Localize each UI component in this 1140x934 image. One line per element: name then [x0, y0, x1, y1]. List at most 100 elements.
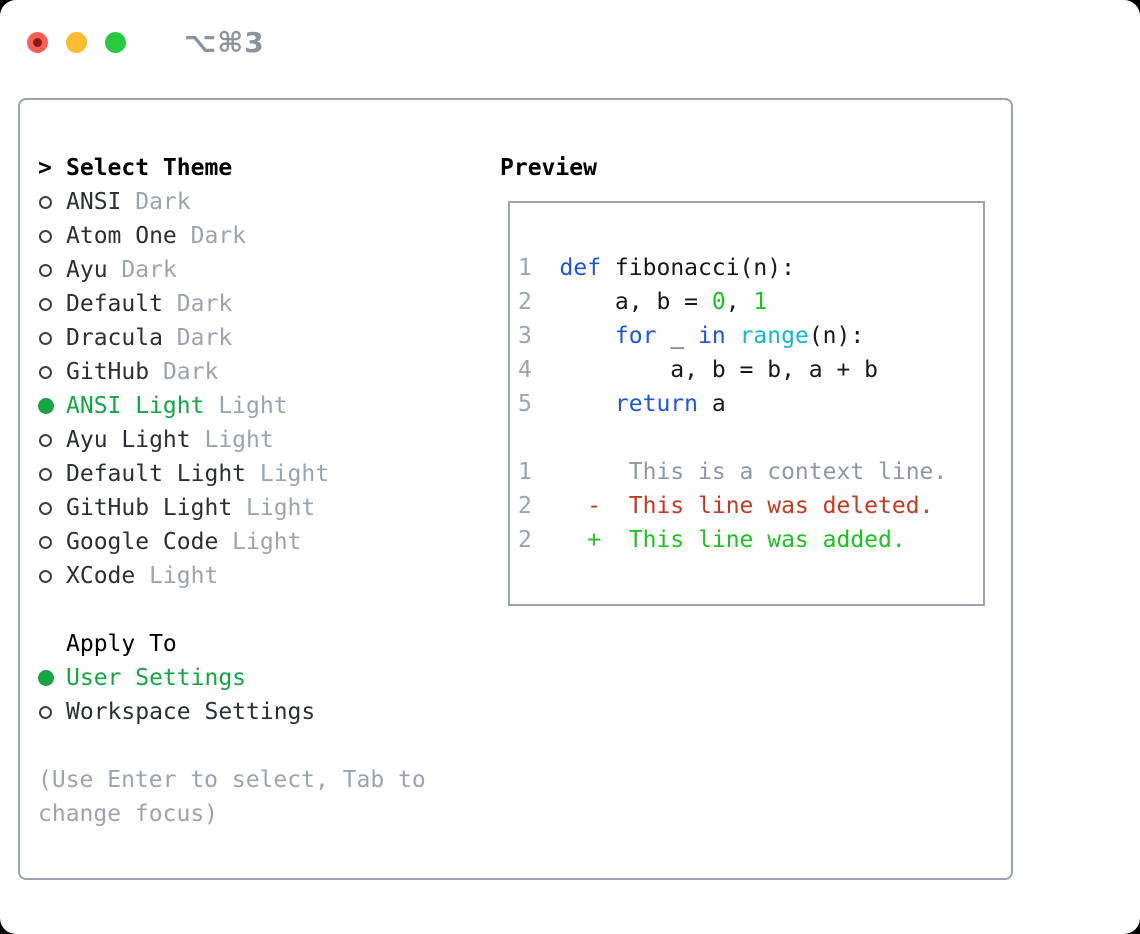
radio-icon: [38, 263, 66, 277]
radio-icon: [38, 365, 66, 379]
theme-variant-tag: Light: [259, 461, 330, 487]
code-token-kw: for: [614, 323, 657, 349]
code-token-num: 1: [753, 289, 768, 315]
window-title: ⌥⌘3: [184, 26, 265, 59]
zoom-window-button[interactable]: [105, 32, 126, 53]
spacer: [38, 729, 458, 763]
theme-variant-tag: Light: [149, 563, 219, 589]
code-token-kw: in: [698, 323, 726, 349]
radio-icon: [38, 331, 66, 345]
code-token-kw: return: [614, 391, 699, 417]
code-token-add: + This line was added.: [559, 527, 906, 553]
code-line-code: 2 a, b = 0, 1: [518, 285, 975, 319]
theme-option-xcode[interactable]: XCode Light: [38, 559, 458, 593]
theme-option-label: Default: [66, 291, 163, 317]
theme-option-label: ANSI Light: [66, 393, 205, 419]
apply-to-header-row: Apply To: [38, 627, 458, 661]
preview-header: Preview: [500, 155, 597, 181]
line-number: 3: [518, 323, 532, 349]
code-token-ctx: This is a context line.: [559, 459, 948, 485]
theme-variant-tag: Dark: [135, 189, 191, 215]
preview-header-row: Preview: [500, 151, 985, 185]
theme-option-label: Google Code: [66, 529, 219, 555]
theme-option-github[interactable]: GitHub Dark: [38, 355, 458, 389]
close-dot-icon: [33, 38, 42, 47]
apply-option-label: Workspace Settings: [66, 699, 316, 725]
code-line-code: 4 a, b = b, a + b: [518, 353, 975, 387]
line-number: 1: [518, 255, 532, 281]
apply-option-user-settings[interactable]: User Settings: [38, 661, 458, 695]
code-token-plain: _: [656, 323, 699, 349]
theme-option-ansi[interactable]: ANSI Dark: [38, 185, 458, 219]
radio-icon: [38, 569, 66, 583]
apply-to-header: Apply To: [66, 631, 177, 657]
radio-selected-icon: [38, 670, 66, 686]
help-text: (Use Enter to select, Tab to change focu…: [38, 767, 426, 827]
line-number: 1: [518, 459, 532, 485]
code-token-del: - This line was deleted.: [559, 493, 934, 519]
code-token-plain: a: [698, 391, 726, 417]
theme-option-label: Ayu: [66, 257, 108, 283]
line-number: 2: [518, 527, 532, 553]
select-theme-header-row: > Select Theme: [38, 151, 458, 185]
theme-option-ansi-light[interactable]: ANSI Light Light: [38, 389, 458, 423]
theme-option-google-code[interactable]: Google Code Light: [38, 525, 458, 559]
theme-option-label: ANSI: [66, 189, 122, 215]
code-line-blank: [518, 421, 975, 455]
radio-icon: [38, 535, 66, 549]
code-token-plain: (n):: [808, 323, 865, 349]
radio-icon: [38, 229, 66, 243]
line-number: 2: [518, 289, 532, 315]
theme-option-dracula[interactable]: Dracula Dark: [38, 321, 458, 355]
focus-caret-icon: >: [38, 155, 52, 181]
code-line-code: 3 for _ in range(n):: [518, 319, 975, 353]
code-token-fn: range: [739, 323, 809, 349]
radio-selected-icon: [38, 398, 66, 414]
apply-option-workspace-settings[interactable]: Workspace Settings: [38, 695, 458, 729]
theme-variant-tag: Light: [218, 393, 288, 419]
code-token-plain: a, b =: [559, 289, 712, 315]
radio-icon: [38, 705, 66, 719]
theme-option-label: GitHub Light: [66, 495, 233, 521]
titlebar: ⌥⌘3: [27, 26, 265, 59]
theme-option-github-light[interactable]: GitHub Light Light: [38, 491, 458, 525]
code-token-plain: [560, 323, 615, 349]
radio-icon: [38, 297, 66, 311]
theme-option-label: Ayu Light: [66, 427, 191, 453]
code-line-code: 5 return a: [518, 387, 975, 421]
close-window-button[interactable]: [27, 32, 48, 53]
theme-variant-tag: Light: [232, 529, 302, 555]
theme-option-label: GitHub: [66, 359, 150, 385]
line-number: 4: [518, 357, 532, 383]
theme-option-label: XCode: [66, 563, 136, 589]
theme-option-label: Atom One: [66, 223, 177, 249]
radio-icon: [38, 501, 66, 515]
theme-variant-tag: Dark: [162, 359, 219, 385]
radio-icon: [38, 195, 66, 209]
code-token-plain: fibonacci(n):: [601, 255, 795, 281]
code-token-plain: [726, 323, 740, 349]
code-line-context: 1 This is a context line.: [518, 455, 975, 489]
spacer: [38, 593, 458, 627]
radio-icon: [38, 467, 66, 481]
theme-variant-tag: Dark: [176, 325, 233, 351]
line-number: 5: [518, 391, 532, 417]
theme-variant-tag: Light: [246, 495, 316, 521]
code-token-num: 0: [711, 289, 726, 315]
select-theme-header: Select Theme: [66, 155, 233, 181]
theme-option-label: Dracula: [66, 325, 163, 351]
apply-option-label: User Settings: [66, 665, 247, 691]
minimize-window-button[interactable]: [66, 32, 87, 53]
code-token-kw: def: [559, 255, 602, 281]
code-line-added: 2 + This line was added.: [518, 523, 975, 557]
